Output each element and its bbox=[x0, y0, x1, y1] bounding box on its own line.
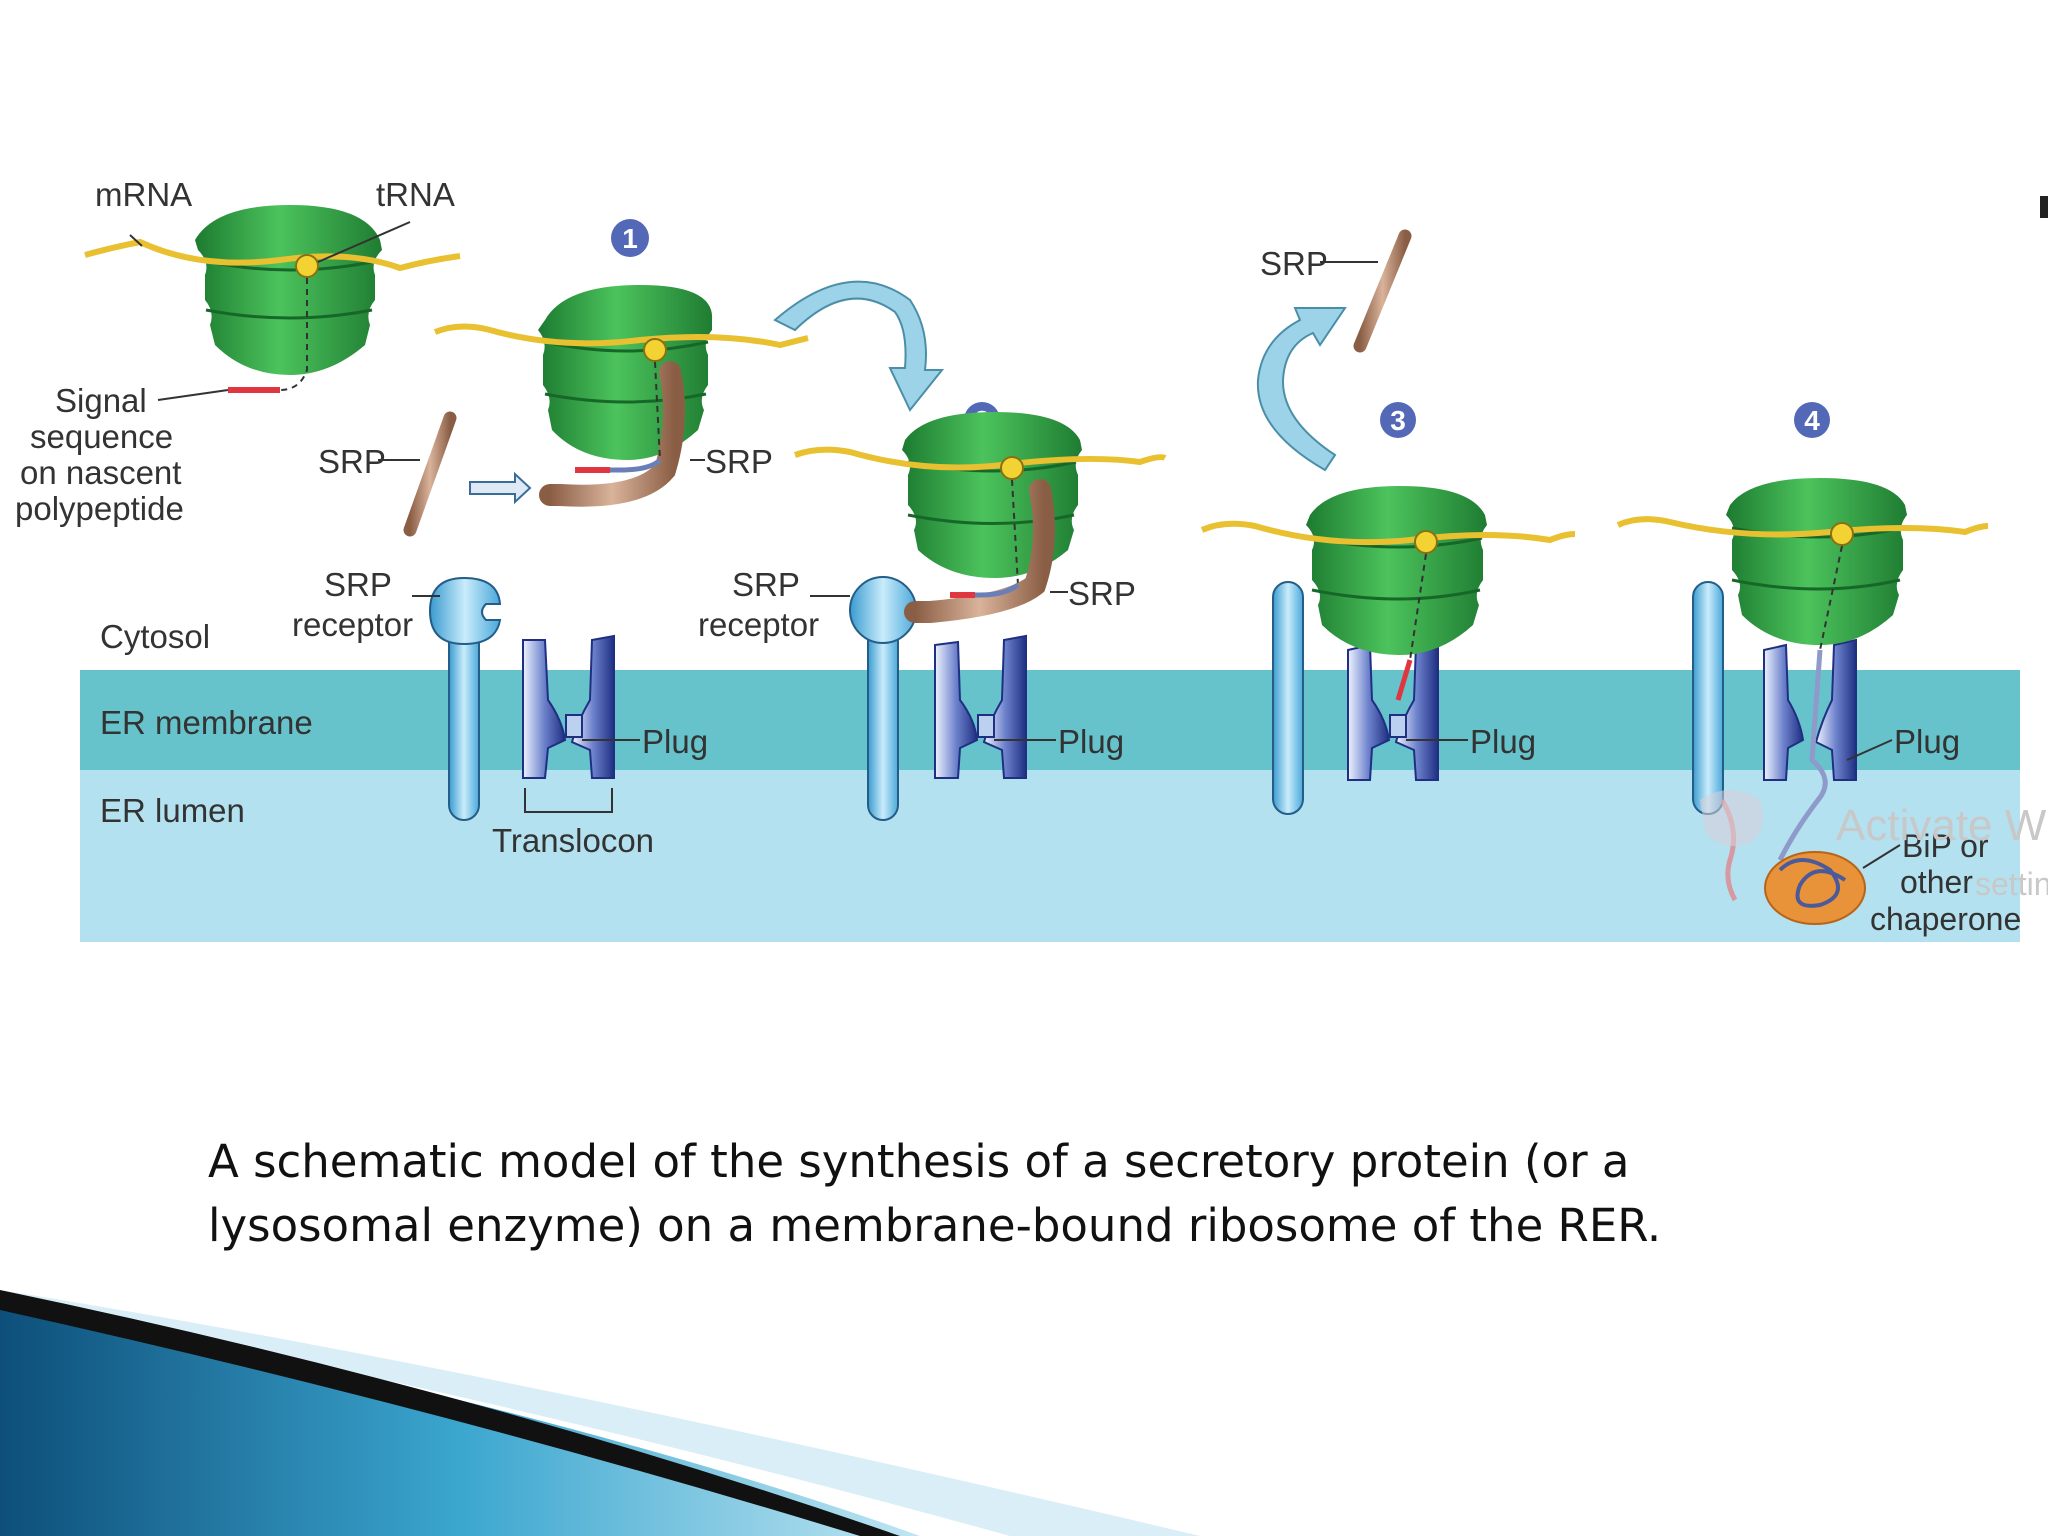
figure-caption: A schematic model of the synthesis of a … bbox=[208, 1130, 1908, 1258]
step-number-4: 4 bbox=[1804, 405, 1820, 436]
bip-chaperone bbox=[1764, 851, 1866, 925]
edge-mark bbox=[2040, 196, 2048, 218]
label-chaperone-3: chaperone bbox=[1870, 901, 2021, 937]
label-plug-3: Plug bbox=[1470, 723, 1536, 760]
arrow-step-1-to-2 bbox=[773, 280, 945, 412]
caption-line-2: lysosomal enzyme) on a membrane-bound ri… bbox=[208, 1199, 1662, 1252]
ribosome-step-2 bbox=[902, 412, 1082, 578]
step-number-3: 3 bbox=[1390, 405, 1406, 436]
label-plug-2: Plug bbox=[1058, 723, 1124, 760]
srp-receptor-step-4 bbox=[1692, 581, 1724, 815]
srp-receptor-step-3 bbox=[1272, 581, 1304, 815]
step-badge-1 bbox=[611, 219, 649, 257]
trna-site bbox=[295, 254, 319, 278]
ribosome-step-3 bbox=[1306, 486, 1487, 655]
label-srp-free: SRP bbox=[318, 443, 386, 480]
label-translocon: Translocon bbox=[492, 822, 654, 859]
nascent-polypeptide bbox=[230, 278, 308, 391]
signal-peptidase-shape bbox=[1700, 790, 1763, 846]
watermark-line-1: Activate W bbox=[1836, 801, 2047, 850]
step-badge-4 bbox=[1794, 402, 1830, 438]
label-srp-receptor-2b: receptor bbox=[698, 606, 819, 643]
trna-site-step-3 bbox=[1414, 530, 1438, 554]
step-number-1: 1 bbox=[622, 223, 638, 254]
label-srp-receptor-1b: receptor bbox=[292, 606, 413, 643]
label-er-membrane: ER membrane bbox=[100, 704, 313, 741]
caption-line-1: A schematic model of the synthesis of a … bbox=[208, 1135, 1630, 1188]
srp-bound-step-2 bbox=[904, 479, 1055, 623]
trna-site-step-1 bbox=[643, 338, 667, 362]
label-er-lumen: ER lumen bbox=[100, 792, 245, 829]
slide-swoosh-light bbox=[0, 1290, 1200, 1536]
trna-site-step-2 bbox=[1000, 456, 1024, 480]
mrna-strand-step-3 bbox=[1200, 520, 1576, 546]
srp-released bbox=[1353, 229, 1412, 353]
translocon-bracket bbox=[524, 788, 613, 813]
label-srp-step-2: SRP bbox=[1068, 575, 1136, 612]
label-plug-1: Plug bbox=[642, 723, 708, 760]
er-membrane-band bbox=[80, 670, 2020, 770]
trna-site-step-4 bbox=[1830, 522, 1854, 546]
label-signal-sequence-2: sequence bbox=[30, 418, 173, 455]
mrna-strand-step-4 bbox=[1616, 516, 1989, 538]
label-mrna: mRNA bbox=[95, 176, 192, 213]
srp-bound-step-1 bbox=[539, 361, 685, 507]
label-signal-sequence-3: on nascent bbox=[20, 454, 181, 491]
label-chaperone-2: other bbox=[1900, 864, 1973, 900]
translocon-step-3 bbox=[1347, 638, 1439, 781]
arrow-srp-binding bbox=[469, 471, 532, 505]
label-srp-receptor-1a: SRP bbox=[324, 566, 392, 603]
translocon-step-1 bbox=[522, 634, 615, 779]
label-srp-step-1: SRP bbox=[705, 443, 773, 480]
label-chaperone-1: BiP or bbox=[1902, 828, 1989, 864]
arrow-srp-release bbox=[1256, 307, 1347, 472]
label-trna: tRNA bbox=[376, 176, 455, 213]
translocon-step-2 bbox=[934, 634, 1027, 779]
free-ribosome bbox=[195, 205, 382, 375]
watermark-line-2: settin bbox=[1975, 866, 2048, 902]
slide-swoosh-dark bbox=[0, 1290, 900, 1536]
ribosome-step-4 bbox=[1726, 478, 1907, 645]
label-srp-receptor-2a: SRP bbox=[732, 566, 800, 603]
mrna-strand bbox=[84, 238, 461, 272]
label-signal-sequence-4: polypeptide bbox=[15, 490, 184, 527]
translocon-step-4 bbox=[1763, 638, 1857, 781]
label-cytosol: Cytosol bbox=[100, 618, 210, 655]
mrna-strand-step-1 bbox=[433, 323, 809, 349]
label-signal-sequence-1: Signal bbox=[55, 382, 147, 419]
step-badge-3 bbox=[1380, 402, 1416, 438]
srp-receptor-step-2 bbox=[849, 576, 917, 821]
polypeptide-step-4 bbox=[1777, 649, 1828, 862]
srp-receptor-step-1 bbox=[428, 576, 502, 821]
label-srp-released: SRP bbox=[1260, 245, 1328, 282]
srp-free bbox=[403, 411, 457, 537]
ribosome-step-1 bbox=[538, 285, 713, 460]
signal-sequence-step-3 bbox=[1395, 659, 1413, 701]
label-plug-4: Plug bbox=[1894, 723, 1960, 760]
